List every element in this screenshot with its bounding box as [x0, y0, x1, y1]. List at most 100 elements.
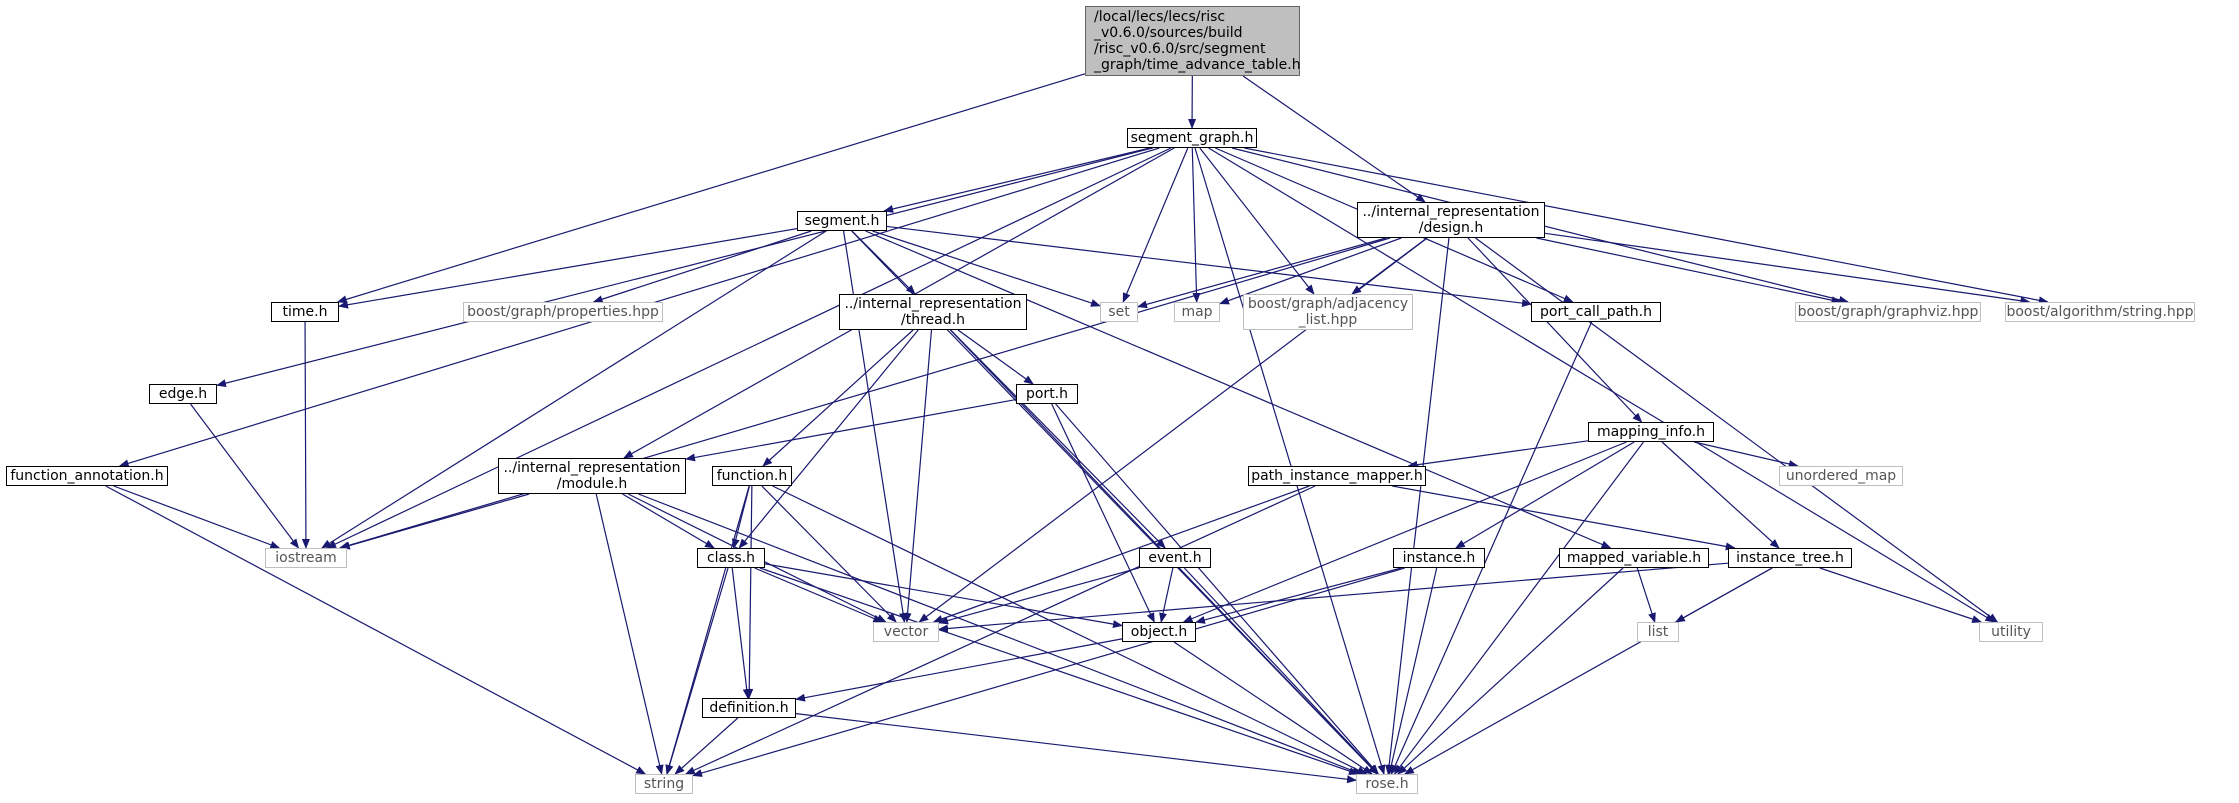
edge-function-to-definition [745, 485, 754, 699]
edge-design-to-iostream [338, 237, 1391, 550]
edge-mapping_info-to-unordered_map [1694, 441, 1799, 468]
edge-object-to-rose [1173, 641, 1373, 775]
node-module[interactable]: ../internal_representation /module.h [498, 458, 686, 494]
edge-time-to-iostream [301, 321, 310, 549]
edge-instance-to-object [1195, 567, 1402, 624]
edge-segment-to-iostream [321, 230, 827, 549]
edge-event-to-object [1159, 567, 1174, 623]
node-function[interactable]: function.h [712, 466, 792, 486]
node-map[interactable]: map [1174, 302, 1220, 322]
edge-design-to-rose [1385, 237, 1450, 775]
edge-event-to-rose [1183, 567, 1379, 775]
node-string[interactable]: string [635, 774, 693, 794]
edge-port-to-rose [1055, 403, 1379, 775]
edge-segment_graph-to-set [1122, 147, 1189, 303]
edge-function-to-vector [761, 485, 897, 623]
edge-segment-to-properties [592, 230, 812, 304]
node-port-call-path[interactable]: port_call_path.h [1531, 302, 1661, 322]
edge-mapped_variable-to-list [1636, 567, 1656, 623]
node-boost-adjacency-list[interactable]: boost/graph/adjacency _list.hpp [1243, 294, 1413, 330]
edge-definition-to-string [674, 717, 739, 775]
edge-segment_graph-to-adjacency [1199, 147, 1315, 295]
node-set[interactable]: set [1100, 302, 1138, 322]
edge-function_annotation-to-iostream [113, 485, 281, 549]
node-function-annotation[interactable]: function_annotation.h [6, 466, 168, 486]
edge-design-to-algorithm [1544, 232, 2031, 305]
node-time[interactable]: time.h [271, 302, 339, 322]
node-definition[interactable]: definition.h [702, 698, 796, 718]
edge-segment_graph-to-algorithm [1244, 147, 2049, 305]
edge-instance-to-rose [1387, 567, 1438, 775]
edge-design-to-set [1137, 237, 1387, 309]
edge-module-to-iostream [339, 493, 530, 550]
node-vector[interactable]: vector [873, 622, 939, 642]
node-list[interactable]: list [1637, 622, 1679, 642]
node-edge[interactable]: edge.h [149, 384, 217, 404]
edge-segment-to-time [338, 228, 798, 309]
edge-design-to-mapping_info [1467, 237, 1643, 423]
edge-segment_graph-to-map [1191, 147, 1201, 303]
edge-port_call_path-to-rose [1390, 321, 1593, 775]
edge-segment_graph-to-edge [216, 147, 1153, 388]
edge-edge-to-iostream [190, 403, 300, 549]
edge-thread-to-port [957, 329, 1034, 385]
node-boost-properties[interactable]: boost/graph/properties.hpp [463, 302, 663, 322]
edge-path_instance_mapper-to-instance_tree [1392, 485, 1736, 551]
edge-definition-to-rose [795, 713, 1357, 784]
node-root-time-advance-table[interactable]: /local/lecs/lecs/risc _v0.6.0/sources/bu… [1085, 6, 1301, 76]
edge-path_instance_mapper-to-string [684, 485, 1316, 775]
edge-segment-to-mapped_variable [865, 230, 1612, 549]
node-boost-algorithm-string[interactable]: boost/algorithm/string.hpp [2005, 302, 2195, 322]
edge-segment_graph-to-segment [883, 147, 1150, 213]
edge-mapping_info-to-instance_tree [1661, 441, 1780, 549]
edge-instance_tree-to-rose [1403, 567, 1773, 775]
edge-class-to-definition [731, 567, 751, 699]
edge-path_instance_mapper-to-vector [932, 485, 1310, 623]
node-segment-graph[interactable]: segment_graph.h [1127, 128, 1257, 148]
edge-mapping_info-to-object [1182, 441, 1627, 623]
edge-module-to-class [622, 493, 715, 549]
edge-instance-to-string [692, 567, 1405, 777]
edge-thread-to-event [950, 329, 1166, 549]
edge-mapping_info-to-path_instance_mapper [1407, 440, 1589, 469]
node-mapped-variable[interactable]: mapped_variable.h [1559, 548, 1709, 568]
edge-mapping_info-to-rose [1393, 441, 1644, 775]
node-instance-tree[interactable]: instance_tree.h [1728, 548, 1852, 568]
node-port[interactable]: port.h [1016, 384, 1078, 404]
node-iostream[interactable]: iostream [265, 548, 347, 568]
edge-port-to-module [685, 398, 1017, 462]
edge-class-to-rose [759, 567, 1359, 775]
node-mapping-info[interactable]: mapping_info.h [1588, 422, 1714, 442]
node-segment[interactable]: segment.h [797, 211, 887, 231]
edge-class-to-string [665, 567, 729, 775]
edge-object-to-definition [795, 638, 1123, 702]
edge-function-to-rose [772, 485, 1368, 775]
node-thread[interactable]: ../internal_representation /thread.h [839, 294, 1027, 330]
edge-segment-to-set [872, 230, 1101, 307]
node-unordered-map[interactable]: unordered_map [1779, 466, 1903, 486]
edge-design-to-map [1219, 237, 1402, 305]
edge-segment-to-port_call_path [886, 225, 1532, 308]
edge-mapping_info-to-instance [1454, 441, 1635, 549]
edge-event-to-vector [938, 567, 1140, 625]
node-boost-graphviz[interactable]: boost/graph/graphviz.hpp [1795, 302, 1981, 322]
node-instance[interactable]: instance.h [1393, 548, 1485, 568]
edge-design-to-graphviz [1536, 237, 1842, 305]
edge-segment_graph-to-rose [1194, 147, 1386, 775]
edge-thread-to-function [762, 329, 914, 467]
edge-port-to-object [1051, 403, 1155, 623]
node-object[interactable]: object.h [1122, 622, 1196, 642]
edge-root-to-design [1242, 75, 1426, 203]
node-path-instance-mapper[interactable]: path_instance_mapper.h [1248, 466, 1426, 486]
edge-thread-to-vector [903, 329, 933, 623]
edge-mapped_variable-to-rose [1397, 567, 1624, 775]
edge-class-to-object [764, 563, 1123, 629]
edge-thread-to-class [738, 329, 919, 549]
edge-segment_graph-to-utility [1208, 147, 1996, 623]
node-rose[interactable]: rose.h [1356, 774, 1418, 794]
node-design[interactable]: ../internal_representation /design.h [1357, 202, 1545, 238]
node-event[interactable]: event.h [1139, 548, 1211, 568]
node-utility[interactable]: utility [1979, 622, 2043, 642]
node-class[interactable]: class.h [697, 548, 765, 568]
edge-instance_tree-to-vector [938, 562, 1729, 633]
